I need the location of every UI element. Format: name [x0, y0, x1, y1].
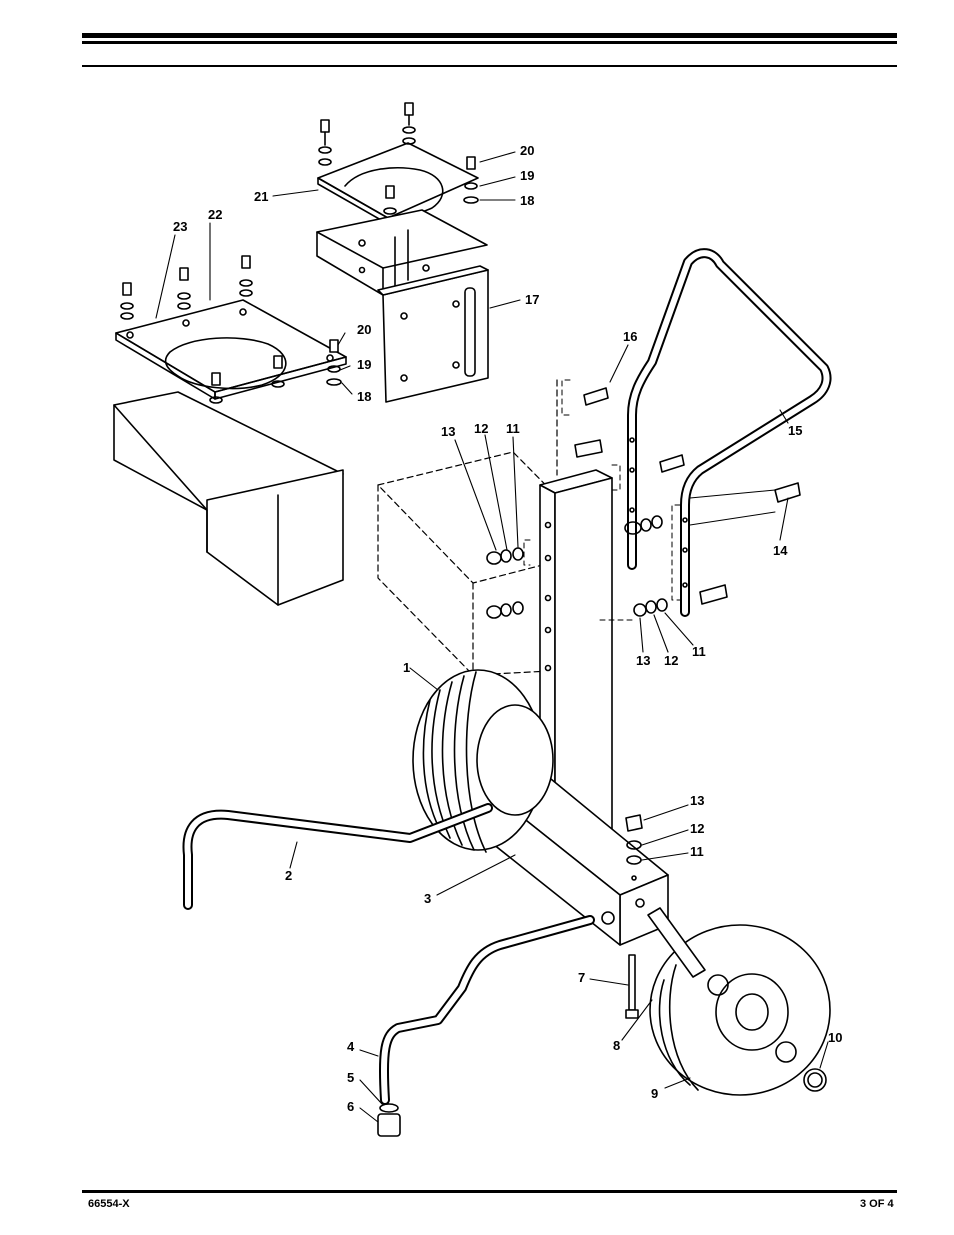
callout-14: 14: [773, 543, 788, 558]
callout-6: 6: [347, 1099, 354, 1114]
callout-labels: 20 19 18 21 22 23 17 20 16 19 18 15 13 1…: [173, 143, 842, 1114]
callout-1: 1: [403, 660, 410, 675]
callout-17: 17: [525, 292, 539, 307]
header-rules: [82, 33, 897, 67]
callout-12-lower: 12: [690, 821, 704, 836]
handle-hardware: [486, 387, 801, 619]
document-number: 66554-X: [88, 1198, 130, 1210]
foot-cap: [377, 1103, 401, 1137]
callout-21: 21: [254, 189, 268, 204]
nut-stack-lower: [625, 814, 643, 881]
axle-pin: [647, 907, 706, 978]
left-wheel: [412, 669, 554, 853]
callout-10: 10: [828, 1030, 842, 1045]
callout-19-upper: 19: [520, 168, 534, 183]
callout-20-lower: 20: [357, 322, 371, 337]
callout-4: 4: [347, 1039, 355, 1054]
callout-11-lower: 11: [690, 844, 704, 859]
handle: [627, 248, 832, 617]
callout-13-lower: 13: [690, 793, 704, 808]
hardware-upper: [120, 102, 479, 404]
long-bolt: [625, 954, 639, 1019]
callout-16: 16: [623, 329, 637, 344]
callout-12-upper: 12: [474, 421, 488, 436]
upper-mount-plate: [316, 142, 488, 296]
callout-18-lower: 18: [357, 389, 371, 404]
callout-9: 9: [651, 1086, 658, 1101]
callout-5: 5: [347, 1070, 354, 1085]
rear-leg: [182, 803, 493, 910]
callout-7: 7: [578, 970, 585, 985]
footer-rule: [82, 1190, 897, 1193]
assembly-guides: [523, 379, 681, 621]
leader-lines: [155, 151, 829, 1123]
callout-3: 3: [424, 891, 431, 906]
callout-22: 22: [208, 207, 222, 222]
bracket: [377, 265, 489, 403]
callout-11-mid: 11: [692, 644, 706, 659]
callout-18-upper: 18: [520, 193, 534, 208]
callout-8: 8: [613, 1038, 620, 1053]
front-leg: [378, 915, 595, 1105]
callout-12-mid: 12: [664, 653, 678, 668]
callout-23: 23: [173, 219, 187, 234]
callout-13-upper: 13: [441, 424, 455, 439]
callout-19-lower: 19: [357, 357, 371, 372]
callout-20-upper: 20: [520, 143, 534, 158]
callout-2: 2: [285, 868, 292, 883]
lower-mount-plate: [115, 299, 347, 418]
callout-11-upper: 11: [506, 421, 520, 436]
bottom-housing: [113, 391, 344, 606]
callout-13-mid: 13: [636, 653, 650, 668]
page-number: 3 OF 4: [860, 1198, 894, 1210]
callout-15: 15: [788, 423, 802, 438]
retaining-ring: [803, 1068, 827, 1092]
